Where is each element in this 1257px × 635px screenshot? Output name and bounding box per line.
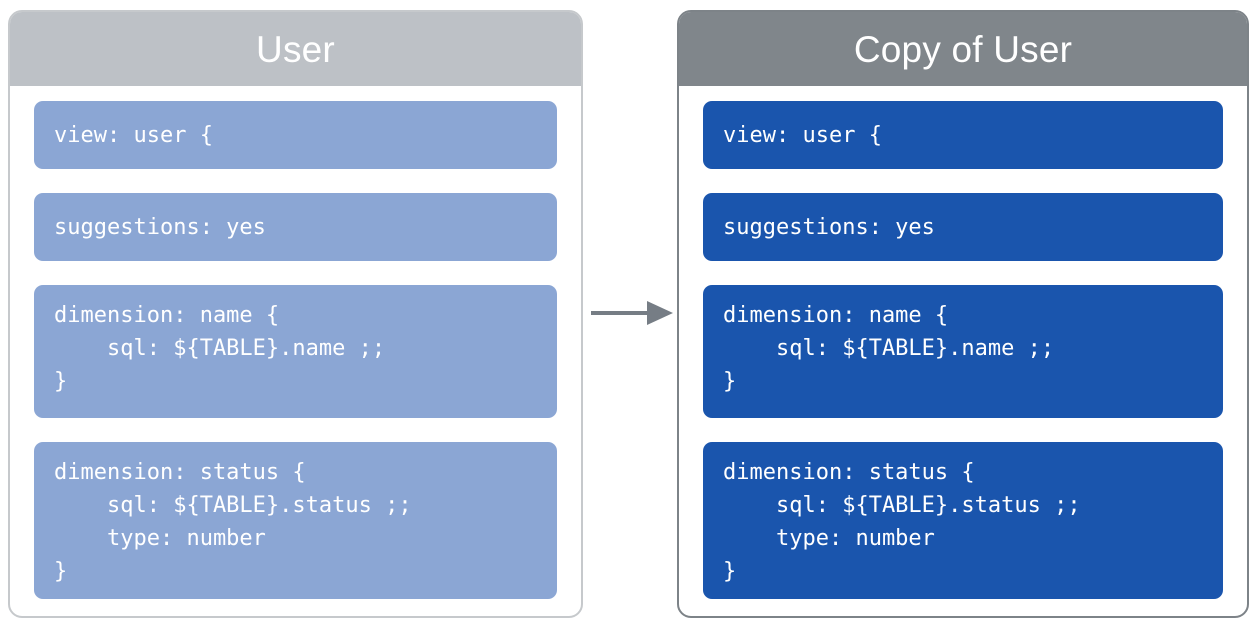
source-code-block-suggestions: suggestions: yes — [34, 193, 557, 261]
target-code-block-dimension-name: dimension: name { sql: ${TABLE}.name ;; … — [703, 285, 1223, 418]
arrow-right-glyph — [591, 301, 673, 325]
source-card-title: User — [10, 12, 581, 86]
target-card-body: view: user { suggestions: yes dimension:… — [679, 86, 1247, 616]
source-code-block-dimension-name: dimension: name { sql: ${TABLE}.name ;; … — [34, 285, 557, 418]
target-code-block-suggestions: suggestions: yes — [703, 193, 1223, 261]
target-code-block-view: view: user { — [703, 101, 1223, 169]
target-code-block-dimension-status: dimension: status { sql: ${TABLE}.status… — [703, 442, 1223, 599]
source-card-body: view: user { suggestions: yes dimension:… — [10, 86, 581, 616]
target-card-title: Copy of User — [679, 12, 1247, 86]
source-view-card: User view: user { suggestions: yes dimen… — [8, 10, 583, 618]
arrow-right-icon — [589, 296, 673, 330]
source-code-block-view: view: user { — [34, 101, 557, 169]
source-code-block-dimension-status: dimension: status { sql: ${TABLE}.status… — [34, 442, 557, 599]
target-view-card: Copy of User view: user { suggestions: y… — [677, 10, 1249, 618]
